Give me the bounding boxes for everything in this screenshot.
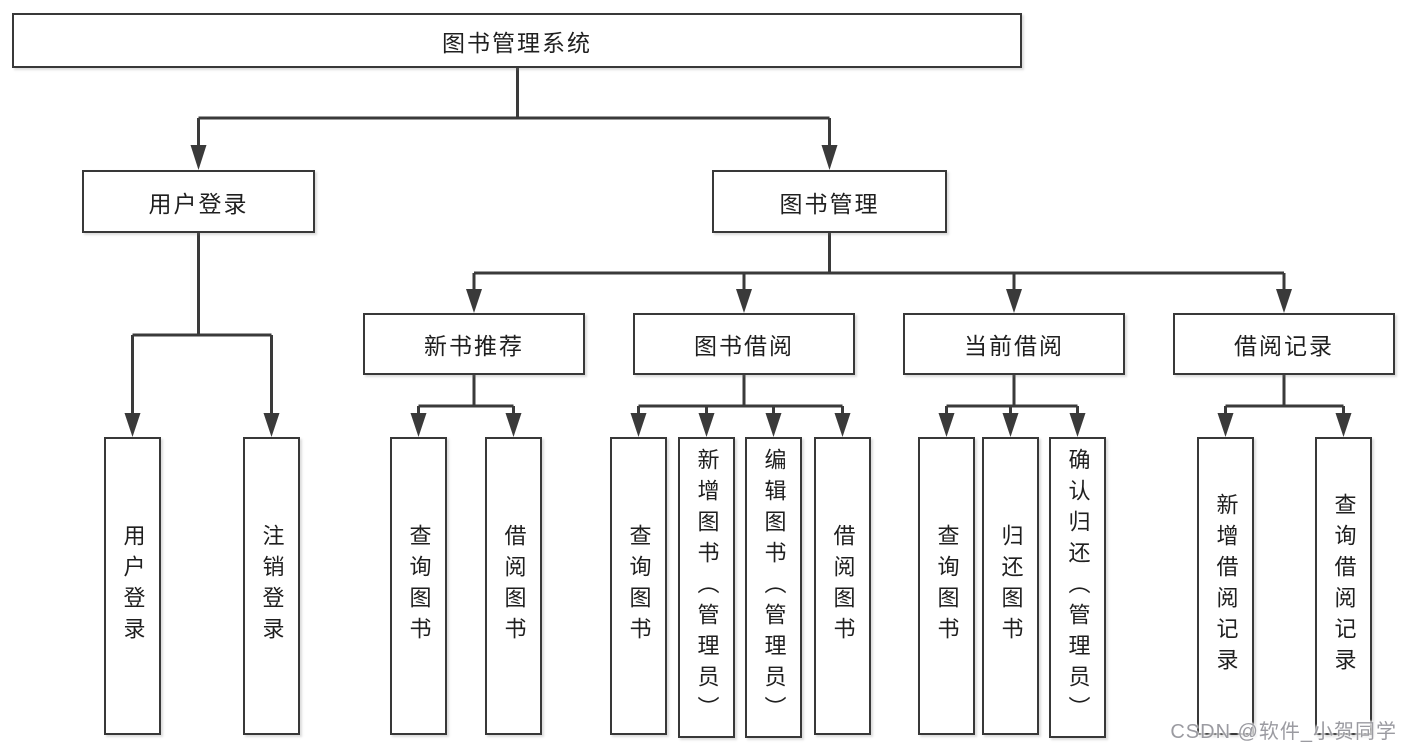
- edge-book-management-to-children: [472, 233, 1286, 292]
- arrow-down-icon: [1217, 413, 1234, 437]
- node-book-management: 图书管理: [712, 170, 947, 233]
- csdn-watermark: CSDN @软件_小贺同学: [1170, 721, 1397, 743]
- leaf-borrow-books-recommend: 借阅图书: [485, 437, 542, 735]
- node-library-management-system: 图书管理系统: [12, 13, 1022, 68]
- arrow-down-icon: [821, 145, 838, 170]
- edge-new-book-recommend-to-children: [417, 375, 515, 415]
- node-borrow-records: 借阅记录: [1173, 313, 1395, 375]
- leaf-borrow-books: 借阅图书: [814, 437, 871, 735]
- arrow-down-icon: [834, 413, 851, 437]
- arrow-down-icon: [1335, 413, 1352, 437]
- leaf-logout: 注销登录: [243, 437, 300, 735]
- arrow-down-icon: [1276, 289, 1292, 313]
- edge-current-borrow-to-children: [945, 375, 1079, 415]
- edge-user-login-to-children: [131, 233, 273, 415]
- arrow-down-icon: [466, 289, 482, 313]
- arrow-down-icon: [765, 413, 782, 437]
- arrow-down-icon: [630, 413, 647, 437]
- leaf-confirm-return-admin: 确认归还（管理员）: [1049, 437, 1106, 738]
- arrow-down-icon: [410, 413, 427, 437]
- node-user-login: 用户登录: [82, 170, 315, 233]
- arrow-down-icon: [1006, 289, 1022, 313]
- leaf-query-books-borrow: 查询图书: [610, 437, 667, 735]
- edge-borrow-records-to-children: [1224, 375, 1345, 415]
- arrow-down-icon: [938, 413, 955, 437]
- leaf-query-borrow-record: 查询借阅记录: [1315, 437, 1372, 735]
- node-book-borrow: 图书借阅: [633, 313, 855, 375]
- node-new-book-recommend: 新书推荐: [363, 313, 585, 375]
- edge-root-to-level2: [197, 68, 831, 148]
- leaf-add-borrow-record: 新增借阅记录: [1197, 437, 1254, 735]
- arrow-down-icon: [263, 413, 280, 437]
- leaf-user-login: 用户登录: [104, 437, 161, 735]
- arrow-down-icon: [736, 289, 752, 313]
- leaf-return-books: 归还图书: [982, 437, 1039, 735]
- arrow-down-icon: [190, 145, 207, 170]
- arrow-down-icon: [124, 413, 141, 437]
- arrow-down-icon: [505, 413, 522, 437]
- node-current-borrow: 当前借阅: [903, 313, 1125, 375]
- arrow-down-icon: [1069, 413, 1086, 437]
- edge-book-borrow-to-children: [637, 375, 844, 415]
- leaf-edit-books-admin: 编辑图书（管理员）: [745, 437, 802, 738]
- arrow-down-icon: [1002, 413, 1019, 437]
- leaf-query-books-current: 查询图书: [918, 437, 975, 735]
- leaf-add-books-admin: 新增图书（管理员）: [678, 437, 735, 738]
- arrow-down-icon: [698, 413, 715, 437]
- leaf-query-books-recommend: 查询图书: [390, 437, 447, 735]
